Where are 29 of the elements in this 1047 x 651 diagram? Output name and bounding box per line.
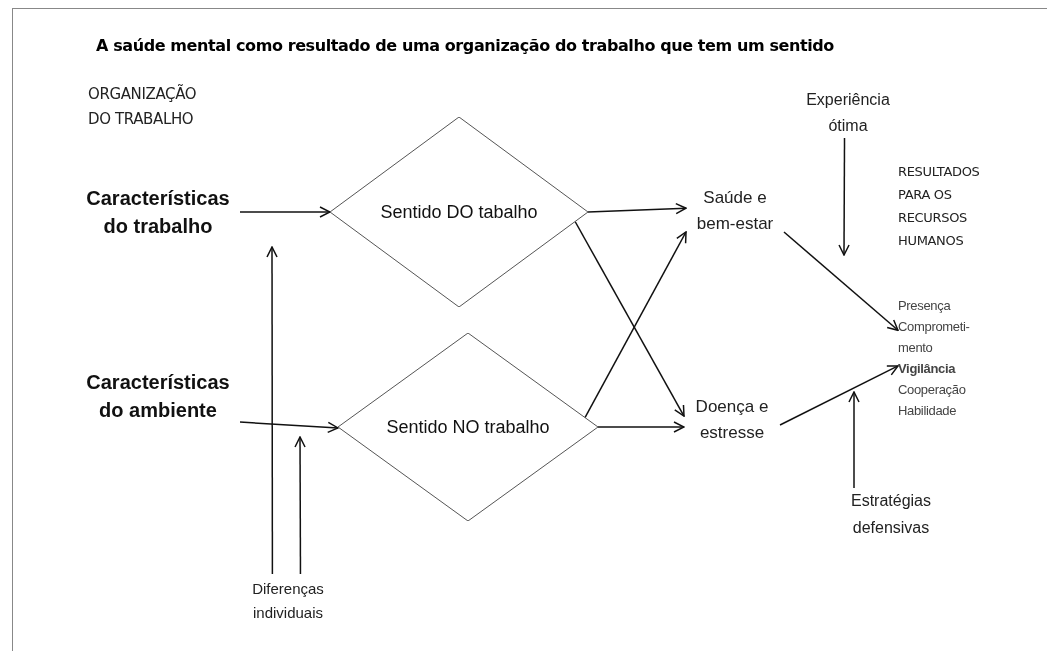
outcome-item: Presença [898,297,951,315]
section-label: ORGANIZAÇÃO DO TRABALHO [88,83,198,130]
node-label: Diferenças individuais [251,579,325,623]
outcome-item: Vigilância [898,360,956,378]
node-label: Doença e estresse [694,396,770,444]
arrow [266,246,278,575]
arrow [587,202,687,215]
arrow [584,231,687,419]
arrow [783,231,899,332]
diamond-label: Sentido NO trabalho [386,415,550,439]
node-label: Características do ambiente [85,370,231,423]
node-label: Saúde e bem-estar [695,187,775,235]
arrow [574,220,685,417]
outcome-item: Cooperação [898,381,966,399]
arrow [239,421,339,434]
outcome-item: Comprometi- mento [898,318,971,357]
arrow [294,436,306,575]
arrow [838,137,850,256]
outcome-item: Habilidade [898,402,957,420]
node-label: Estratégias defensivas [849,491,932,538]
diamond-label: Sentido DO tabalho [380,200,538,224]
arrow [239,206,331,218]
section-label: RESULTADOS PARA OS RECURSOS HUMANOS [898,163,981,250]
node-label: Experiência ótima [805,90,891,136]
arrow [779,365,899,426]
node-label: Características do trabalho [85,186,231,239]
arrow [848,391,860,489]
arrow [597,421,685,433]
diagram-title: A saúde mental como resultado de uma organização do trabalho que tem um sentido [96,35,834,57]
